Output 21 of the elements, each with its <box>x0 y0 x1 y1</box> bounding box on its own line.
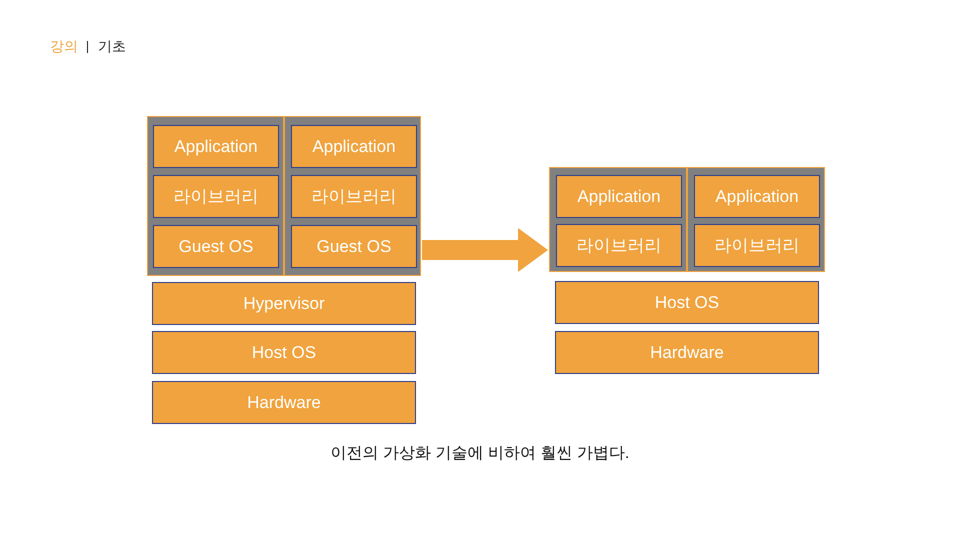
layer-box: Hardware <box>152 381 416 424</box>
layer-box: Hypervisor <box>152 282 416 325</box>
header-title: 기초 <box>98 38 126 56</box>
layer-box: Application <box>694 175 820 218</box>
layer-box: Guest OS <box>291 225 417 268</box>
layer-box: Application <box>153 125 279 168</box>
layer-box: Guest OS <box>153 225 279 268</box>
layer-box: Application <box>291 125 417 168</box>
arrow <box>422 228 548 272</box>
layer-box: Application <box>556 175 682 218</box>
layer-box: 라이브러리 <box>694 224 820 267</box>
layer-box: Host OS <box>152 331 416 374</box>
caption: 이전의 가상화 기술에 비하여 훨씬 가볍다. <box>330 444 630 464</box>
layer-box: 라이브러리 <box>556 224 682 267</box>
layer-box: Host OS <box>555 281 819 324</box>
container-panel <box>147 116 421 276</box>
layer-box: 라이브러리 <box>153 175 279 218</box>
layer-box: 라이브러리 <box>291 175 417 218</box>
container-panel <box>549 167 825 272</box>
layer-box: Hardware <box>555 331 819 374</box>
header-label: 강의 <box>50 38 78 56</box>
